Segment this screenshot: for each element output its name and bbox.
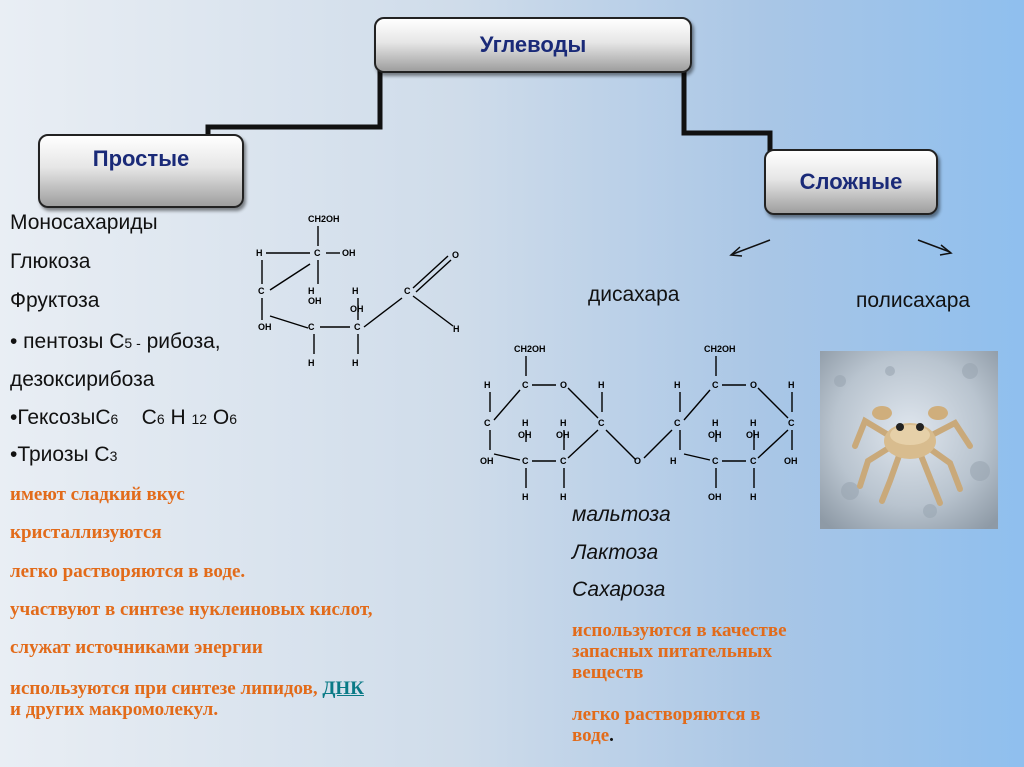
formula-label: C [788, 418, 795, 428]
crab-photo [820, 351, 998, 529]
formula-label: H [670, 456, 677, 466]
formula-label: OH [480, 456, 494, 466]
formula-label: H [522, 418, 529, 428]
formula-label: H [712, 418, 719, 428]
simple-property-5: служат источниками энергии [10, 637, 263, 658]
formula-label: C [522, 380, 529, 390]
formula-label: C [712, 456, 719, 466]
formula-label: OH [556, 430, 570, 440]
complex-box: Сложные [764, 149, 938, 215]
formula-label: OH [708, 430, 722, 440]
macromolecules-line: и других макромолекул. [10, 699, 219, 720]
formula-label: O [634, 456, 641, 466]
formula-label: H [788, 380, 795, 390]
title: Углеводы [479, 32, 587, 57]
disaccharide-structural-formula: CH2OH H C O H C H H C OH OH OH C C H H O… [480, 344, 798, 502]
formula-label: OH [746, 430, 760, 440]
hexoses-text: •ГексозыС6 С6 Н 12 О6 [10, 406, 237, 429]
formula-label: C [404, 286, 411, 296]
simple-label: Простые [92, 146, 190, 171]
formula-label: OH [518, 430, 532, 440]
formula-label: H [750, 418, 757, 428]
fructose-text: Фруктоза [10, 289, 100, 312]
formula-label: C [314, 248, 321, 258]
simple-property-1: имеют сладкий вкус [10, 484, 185, 505]
formula-label: C [484, 418, 491, 428]
formula-label: C [598, 418, 605, 428]
formula-label: OH [784, 456, 798, 466]
formula-label: H [560, 418, 567, 428]
formula-label: OH [708, 492, 722, 502]
complex-soluble-1: легко растворяются в [572, 704, 761, 725]
formula-label: OH [350, 304, 364, 314]
formula-label: H [674, 380, 681, 390]
complex-property-2: запасных питательных [572, 641, 773, 662]
simple-property-4: участвуют в синтезе нуклеиновых кислот, [10, 599, 373, 620]
formula-label: O [560, 380, 567, 390]
formula-label: H [484, 380, 491, 390]
formula-label: OH [342, 248, 356, 258]
monosaccharides-text: Моносахариды [10, 211, 158, 234]
formula-label: H [308, 358, 315, 368]
simple-box: Простые [38, 134, 244, 208]
dna-link[interactable]: ДНК [322, 678, 364, 699]
formula-label: C [522, 456, 529, 466]
formula-label: H [453, 324, 460, 334]
formula-label: C [712, 380, 719, 390]
glucose-structural-formula: CH2OH H C OH C H H C O H OH OH OH C C H … [256, 214, 460, 368]
formula-label: H [560, 492, 567, 502]
formula-label: H [522, 492, 529, 502]
formula-label: O [452, 250, 459, 260]
polysaccharides-label: полисахара [856, 289, 971, 312]
lipids-line: используются при синтезе липидов, ДНК [10, 678, 364, 699]
arrow-left-icon [729, 239, 771, 257]
disaccharides-label: дисахара [588, 283, 680, 306]
formula-label: C [674, 418, 681, 428]
formula-label: C [354, 322, 361, 332]
formula-label: H [308, 286, 315, 296]
formula-label: H [352, 286, 359, 296]
formula-label: OH [308, 296, 322, 306]
formula-label: OH [258, 322, 272, 332]
formula-label: O [750, 380, 757, 390]
trioses-text: •Триозы С3 [10, 443, 118, 466]
arrow-right-icon [917, 239, 953, 256]
carbohydrates-title-box: Углеводы [374, 17, 692, 73]
maltose-text: мальтоза [572, 503, 671, 526]
complex-label: Сложные [799, 169, 903, 194]
complex-property-1: используются в качестве [572, 620, 787, 641]
deoxyribose-text: дезоксирибоза [10, 368, 155, 391]
formula-label: H [256, 248, 263, 258]
formula-label: H [598, 380, 605, 390]
formula-label: C [308, 322, 315, 332]
formula-label: H [352, 358, 359, 368]
simple-property-3: легко растворяются в воде. [10, 561, 246, 582]
complex-property-3: веществ [572, 662, 644, 683]
formula-label: CH2OH [704, 344, 736, 354]
formula-label: CH2OH [514, 344, 546, 354]
formula-label: C [750, 456, 757, 466]
sucrose-text: Сахароза [572, 578, 666, 601]
complex-soluble-2: воде. [572, 725, 614, 746]
formula-label: CH2OH [308, 214, 340, 224]
pentoses-text: • пентозы С5 - рибоза, [10, 330, 221, 353]
formula-label: C [560, 456, 567, 466]
formula-label: H [750, 492, 757, 502]
simple-property-2: кристаллизуются [10, 522, 162, 543]
formula-label: C [258, 286, 265, 296]
glucose-text: Глюкоза [10, 250, 91, 273]
lactose-text: Лактоза [572, 541, 659, 564]
